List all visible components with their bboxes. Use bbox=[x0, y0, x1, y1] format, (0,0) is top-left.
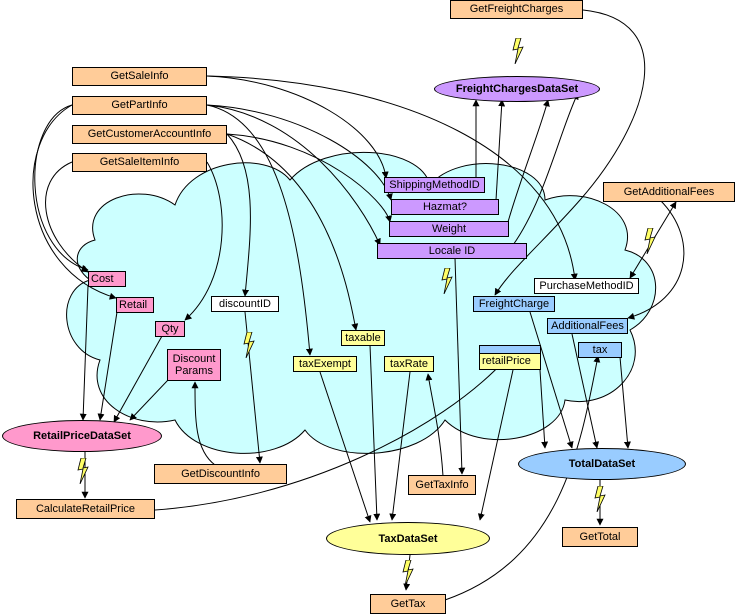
cloud-shape bbox=[66, 152, 657, 454]
lightning-icon bbox=[512, 38, 524, 64]
tax-rate-field[interactable]: taxRate bbox=[384, 356, 434, 372]
cost-field[interactable]: Cost bbox=[88, 271, 126, 287]
freight-charges-dataset[interactable]: FreightChargesDataSet bbox=[434, 76, 600, 102]
lightning-icon bbox=[644, 228, 656, 254]
get-sale-info-node[interactable]: GetSaleInfo bbox=[72, 67, 207, 86]
discount-params-field[interactable]: Discount Params bbox=[167, 349, 221, 381]
lightning-icon bbox=[594, 486, 606, 512]
shipping-method-id-field[interactable]: ShippingMethodID bbox=[384, 177, 485, 193]
lightning-icon bbox=[243, 332, 255, 358]
get-tax-info-node[interactable]: GetTaxInfo bbox=[408, 475, 476, 495]
additional-fees-field[interactable]: AdditionalFees bbox=[547, 318, 628, 334]
total-dataset[interactable]: TotalDataSet bbox=[518, 448, 686, 480]
qty-field[interactable]: Qty bbox=[155, 321, 185, 337]
weight-field[interactable]: Weight bbox=[389, 221, 509, 237]
lightning-icon bbox=[402, 560, 414, 586]
get-discount-info-node[interactable]: GetDiscountInfo bbox=[154, 464, 287, 484]
tax-field[interactable]: tax bbox=[578, 342, 622, 358]
retail-field[interactable]: Retail bbox=[116, 297, 154, 313]
locale-id-field[interactable]: Locale ID bbox=[377, 243, 527, 259]
get-sale-item-info-node[interactable]: GetSaleItemInfo bbox=[72, 153, 207, 172]
freight-charge-field[interactable]: FreightCharge bbox=[473, 296, 555, 312]
get-total-node[interactable]: GetTotal bbox=[562, 527, 638, 547]
tax-dataset[interactable]: TaxDataSet bbox=[326, 522, 490, 555]
get-additional-fees-node[interactable]: GetAdditionalFees bbox=[603, 182, 735, 202]
lightning-icon bbox=[441, 268, 453, 294]
hazmat-field[interactable]: Hazmat? bbox=[391, 199, 499, 215]
taxable-field[interactable]: taxable bbox=[341, 330, 385, 346]
get-part-info-node[interactable]: GetPartInfo bbox=[72, 96, 207, 115]
tax-exempt-field[interactable]: taxExempt bbox=[293, 356, 357, 372]
calculate-retail-price-node[interactable]: CalculateRetailPrice bbox=[16, 499, 155, 519]
discount-id-field[interactable]: discountID bbox=[211, 296, 279, 312]
retail-price-dataset[interactable]: RetailPriceDataSet bbox=[2, 420, 162, 452]
retail-price-field-header bbox=[479, 345, 541, 354]
purchase-method-id-field[interactable]: PurchaseMethodID bbox=[534, 278, 639, 294]
get-customer-account-info-node[interactable]: GetCustomerAccountInfo bbox=[72, 125, 227, 144]
get-tax-node[interactable]: GetTax bbox=[370, 594, 446, 614]
lightning-icon bbox=[77, 458, 89, 484]
retail-price-field[interactable]: retailPrice bbox=[479, 353, 541, 370]
get-freight-charges-node[interactable]: GetFreightCharges bbox=[450, 0, 583, 19]
